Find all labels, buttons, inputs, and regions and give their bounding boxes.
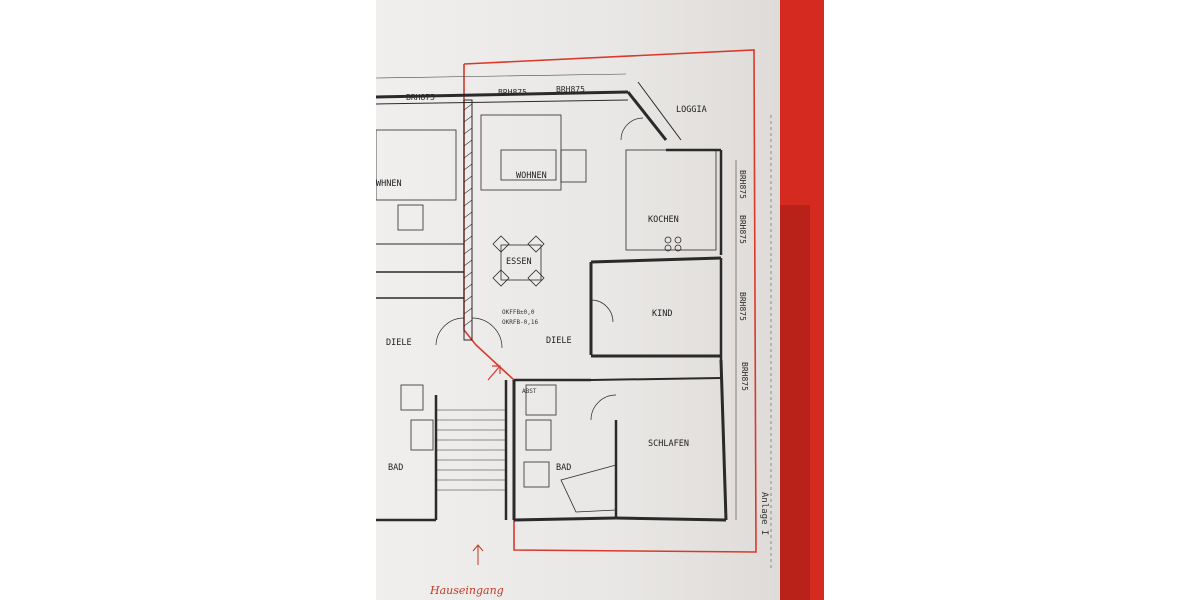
room-label-bad: BAD bbox=[556, 463, 571, 473]
window-label-top-3: BRH875 bbox=[556, 85, 585, 94]
window-label-right-2: BRH875 bbox=[738, 215, 747, 244]
anlage-annotation: Anlage I bbox=[759, 492, 769, 535]
room-label-schlafen: SCHLAFEN bbox=[648, 439, 689, 449]
room-label-abst: ABST bbox=[522, 388, 537, 395]
window-label-top-1: BRH875 bbox=[406, 93, 435, 102]
room-label-diele-left: DIELE bbox=[386, 338, 412, 348]
room-label-bad-left: BAD bbox=[388, 463, 403, 473]
window-label-right-3: BRH875 bbox=[738, 292, 747, 321]
room-label-diele: DIELE bbox=[546, 336, 572, 346]
floorplan-drawing: WOHNEN WHNEN LOGGIA KOCHEN ESSEN KIND DI… bbox=[376, 49, 772, 597]
room-label-wohnen: WOHNEN bbox=[516, 171, 547, 181]
room-label-loggia: LOGGIA bbox=[676, 105, 707, 115]
red-folder-edge bbox=[780, 0, 824, 600]
window-label-top-2: BRH875 bbox=[498, 88, 527, 97]
window-label-right-1: BRH875 bbox=[738, 170, 747, 199]
room-label-kind: KIND bbox=[652, 309, 672, 319]
level-okrfb: OKRFB-0,16 bbox=[502, 319, 539, 326]
room-label-wohnen-left: WHNEN bbox=[376, 179, 402, 189]
paper-sheet bbox=[376, 0, 782, 600]
room-label-essen: ESSEN bbox=[506, 257, 532, 267]
exterior-wall-top bbox=[376, 90, 629, 99]
room-label-kochen: KOCHEN bbox=[648, 215, 679, 225]
floorplan-photo: WOHNEN WHNEN LOGGIA KOCHEN ESSEN KIND DI… bbox=[376, 0, 824, 600]
party-wall bbox=[463, 99, 473, 341]
apartment-outline bbox=[463, 49, 757, 553]
level-okffb: OKFFB±0,0 bbox=[502, 309, 535, 316]
window-label-right-4: BRH875 bbox=[740, 362, 749, 391]
handwritten-entrance-note: Hauseingang bbox=[429, 584, 504, 597]
